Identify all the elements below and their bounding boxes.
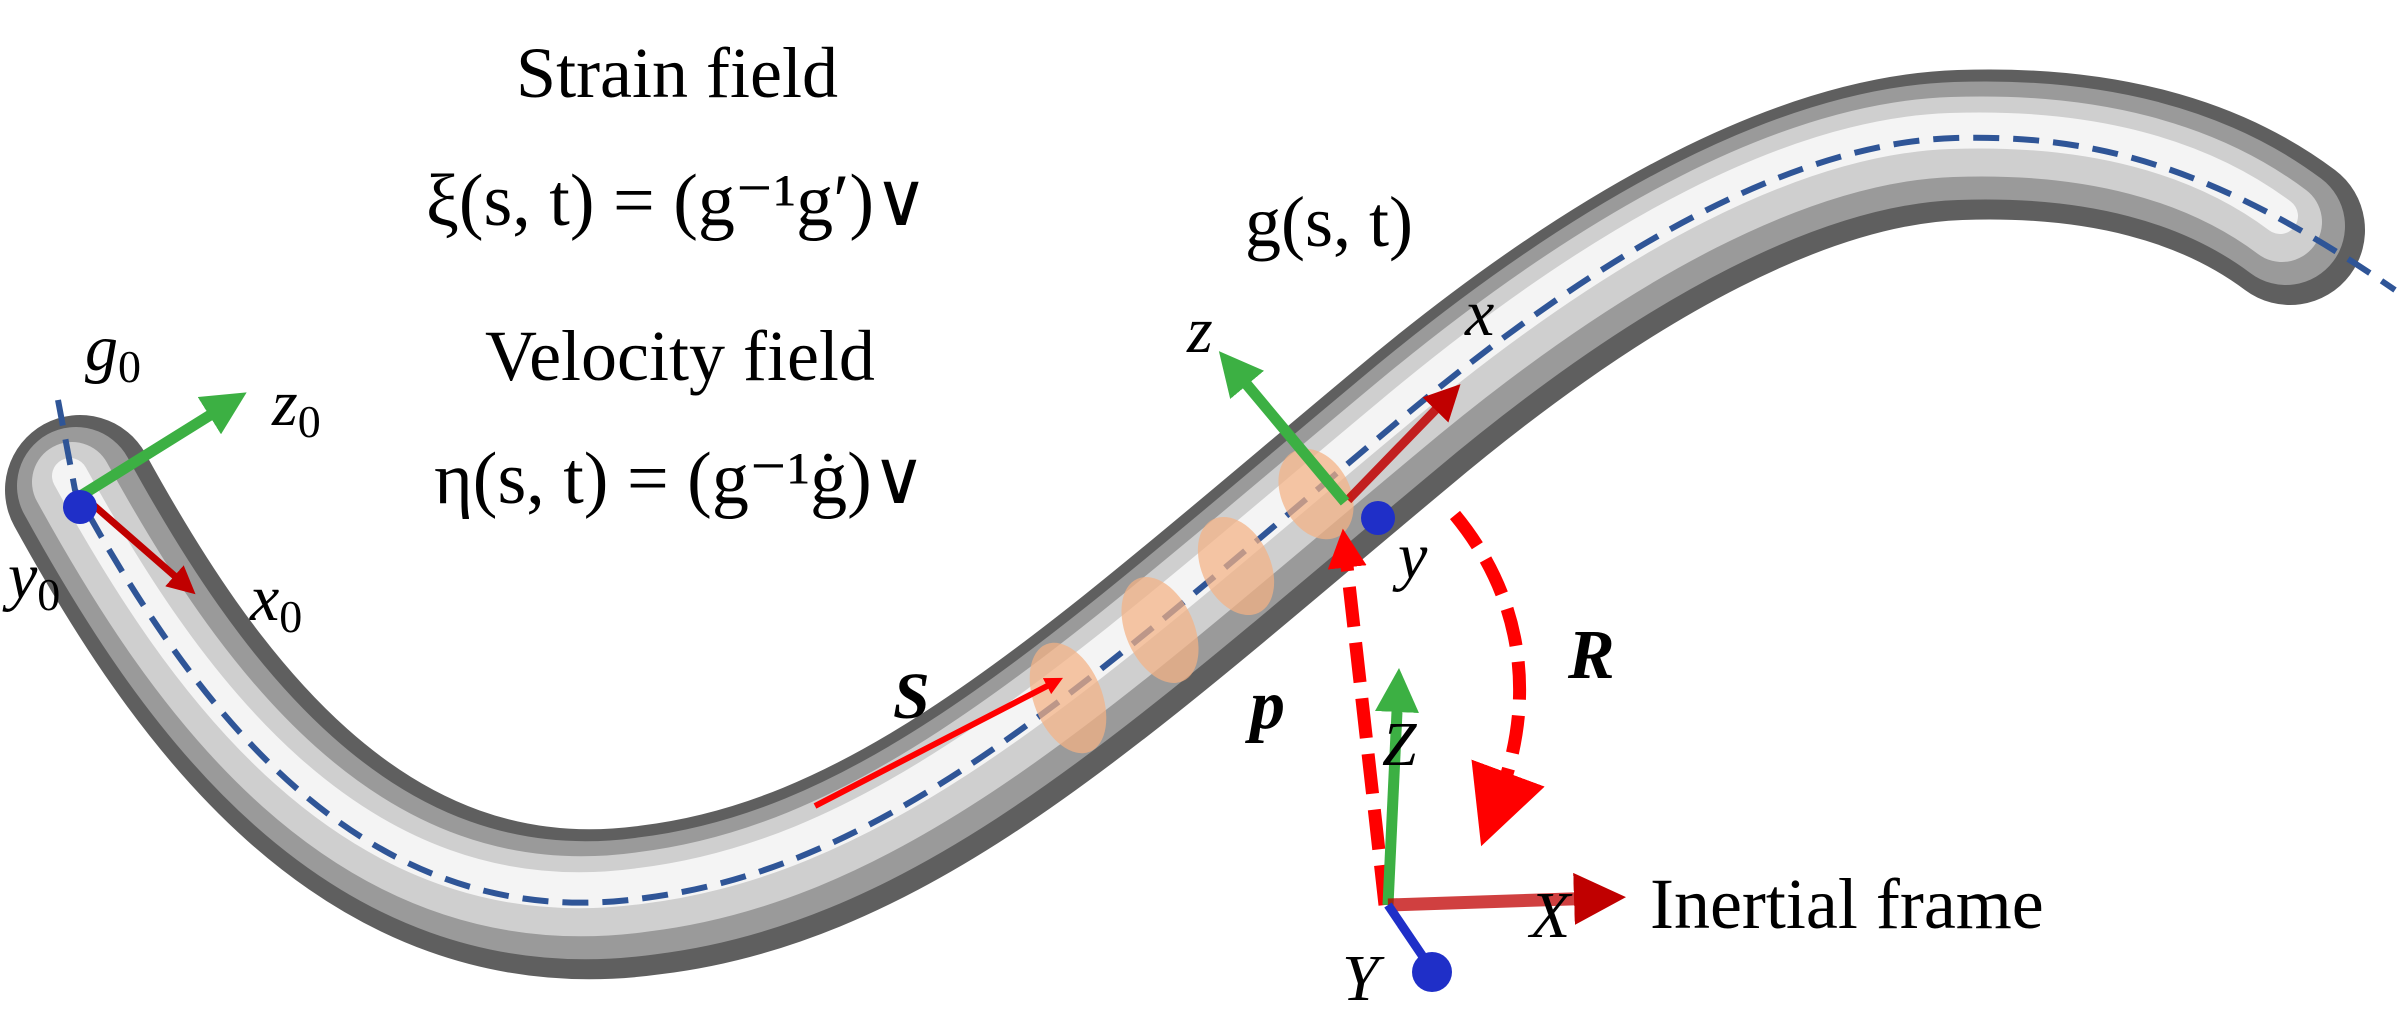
- rod-shadow: [5, 69, 2365, 980]
- base-frame: [63, 392, 247, 595]
- local-frame: [1218, 351, 1461, 535]
- inertial-frame: [1375, 668, 1626, 992]
- velocity-field-formula: η(s, t) = (g⁻¹ġ)∨: [434, 438, 926, 520]
- cross-sections: [1029, 448, 1354, 754]
- base-frame-label: g0: [85, 312, 141, 392]
- base-y-axis-dot: [63, 490, 97, 524]
- local-z-label: z: [1186, 294, 1213, 367]
- local-x-label: x: [1464, 277, 1494, 350]
- position-vector-p: [1327, 528, 1392, 906]
- cross-section-3: [1197, 516, 1275, 616]
- rotation-arc-r: [1449, 510, 1545, 847]
- cross-section-2: [1121, 577, 1199, 683]
- base-z-axis: [79, 392, 247, 500]
- cross-section-1: [1029, 642, 1107, 754]
- position-vector-label: p: [1245, 667, 1285, 744]
- rotation-label: R: [1567, 617, 1615, 694]
- strain-field-title: Strain field: [516, 33, 838, 113]
- base-y-label: y0: [2, 540, 60, 620]
- base-z-label: z0: [271, 367, 321, 447]
- base-x-axis: [79, 492, 196, 595]
- inertial-x-axis: [1387, 872, 1626, 925]
- velocity-field-title: Velocity field: [485, 316, 875, 396]
- inertial-y-label: Y: [1342, 942, 1385, 1015]
- inertial-x-label: X: [1527, 879, 1573, 952]
- cross-section-4: [1278, 448, 1354, 540]
- inertial-z-axis: [1375, 668, 1419, 906]
- inertial-z-label: Z: [1382, 711, 1417, 779]
- base-x-label: x0: [249, 562, 302, 642]
- inertial-frame-label: Inertial frame: [1650, 864, 2044, 944]
- strain-field-formula: ξ(s, t) = (g⁻¹g′)∨: [426, 160, 928, 242]
- local-y-axis-dot: [1361, 501, 1395, 535]
- local-frame-label: g(s, t): [1245, 182, 1413, 262]
- arc-length-arrow: [813, 677, 1063, 809]
- inertial-y-axis-dot: [1412, 952, 1452, 992]
- local-y-label: y: [1392, 520, 1428, 593]
- rod: [5, 69, 2365, 980]
- local-x-axis: [1344, 384, 1461, 504]
- local-z-axis: [1218, 351, 1350, 506]
- arc-length-label: S: [893, 660, 930, 733]
